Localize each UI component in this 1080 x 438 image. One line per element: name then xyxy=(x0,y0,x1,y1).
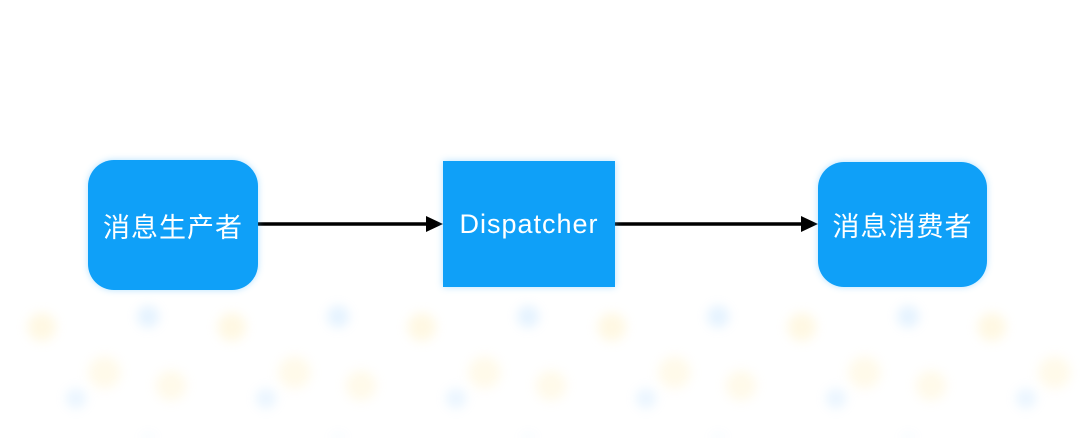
node-message-consumer-label: 消息消费者 xyxy=(832,212,973,242)
arrow-dispatcher-to-consumer xyxy=(615,216,818,232)
node-message-producer: 消息生产者 xyxy=(88,160,258,290)
arrow-producer-to-dispatcher xyxy=(258,216,443,232)
node-dispatcher-label: Dispatcher xyxy=(459,208,599,239)
node-message-consumer: 消息消费者 xyxy=(818,162,987,287)
node-dispatcher: Dispatcher xyxy=(443,161,615,287)
watermark-pattern xyxy=(0,288,1080,438)
node-message-producer-label: 消息生产者 xyxy=(103,212,243,243)
